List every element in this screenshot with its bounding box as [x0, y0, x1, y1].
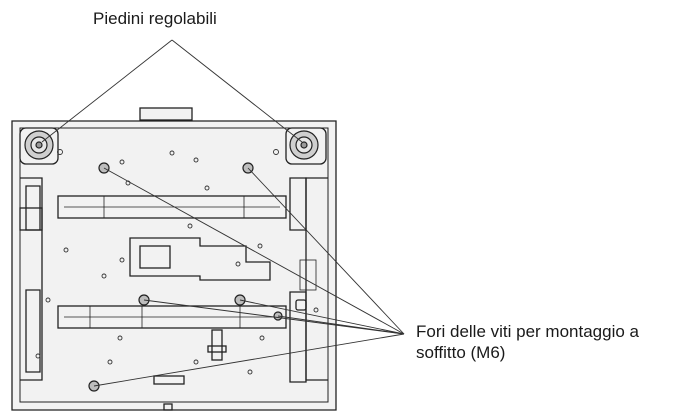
leader-foot-left: [41, 39, 173, 143]
leader-hole-1: [103, 167, 405, 335]
leader-lines: [41, 39, 405, 387]
label-mount-holes: Fori delle viti per montaggio a soffitto…: [416, 321, 639, 363]
label-mount-holes-line2: soffitto (M6): [416, 343, 506, 362]
adjustable-feet: [24, 130, 319, 160]
leader-foot-right: [171, 39, 303, 143]
projector-body: [11, 107, 337, 411]
leader-hole-5: [93, 333, 405, 387]
label-mount-holes-line1: Fori delle viti per montaggio a: [416, 322, 640, 341]
leader-hole-6: [277, 315, 405, 335]
leader-hole-2: [247, 167, 405, 335]
leader-hole-4: [239, 299, 405, 335]
leader-hole-3: [143, 299, 405, 335]
small-details: [35, 149, 319, 375]
label-adjustable-feet: Piedini regolabili: [93, 9, 217, 28]
